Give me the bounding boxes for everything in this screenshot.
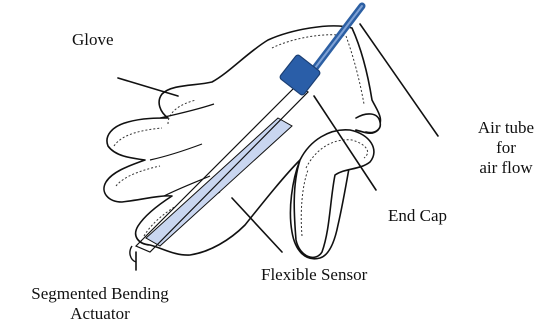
air-tube-label-line: for <box>466 138 546 158</box>
actuator-label: Segmented Bending Actuator <box>0 284 200 324</box>
glove-label: Glove <box>72 30 114 50</box>
leader-glove <box>118 78 178 96</box>
flexible-sensor-label: Flexible Sensor <box>261 265 367 285</box>
air-tube-label: Air tube for air flow <box>466 118 546 178</box>
actuator-label-line: Actuator <box>0 304 200 324</box>
actuator-label-line: Segmented Bending <box>0 284 200 304</box>
end-cap-label: End Cap <box>388 206 447 226</box>
air-tube-label-line: Air tube <box>466 118 546 138</box>
air-tube-label-line: air flow <box>466 158 546 178</box>
